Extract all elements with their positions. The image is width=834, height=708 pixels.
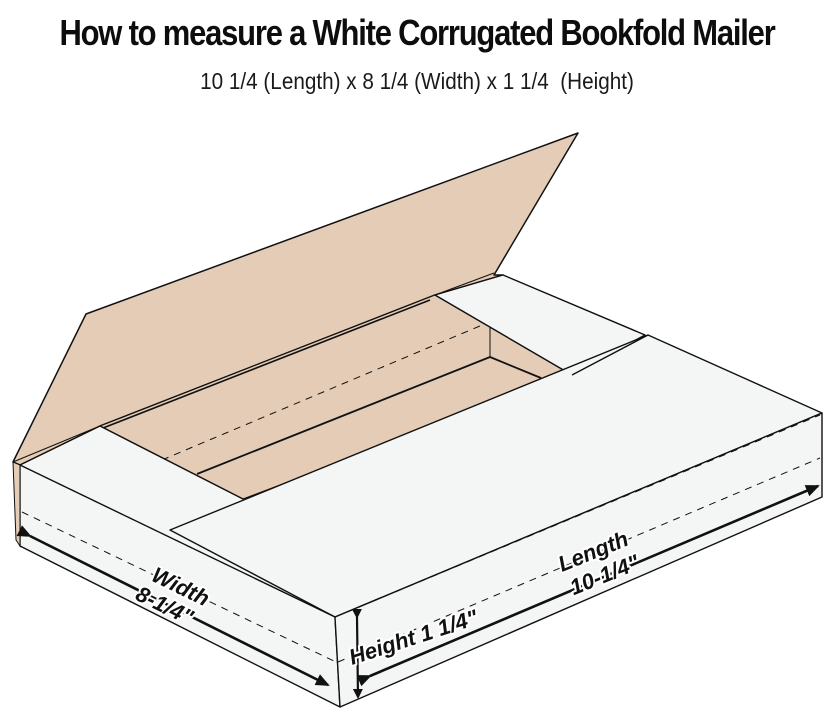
interior-fold-dashed [149,322,488,466]
width-arrow [16,525,330,687]
interior-fold-lower [196,356,491,475]
interior-fold-upper [102,299,431,429]
page-title: How to measure a White Corrugated Bookfo… [59,12,775,53]
height-arrow [351,608,363,699]
front-end-panel [20,426,335,617]
length-arrow [356,484,820,687]
dimensions-subtitle: 10 1/4 (Length) x 8 1/4 (Width) x 1 1/4 … [200,68,634,94]
back-end-panel [434,274,646,376]
